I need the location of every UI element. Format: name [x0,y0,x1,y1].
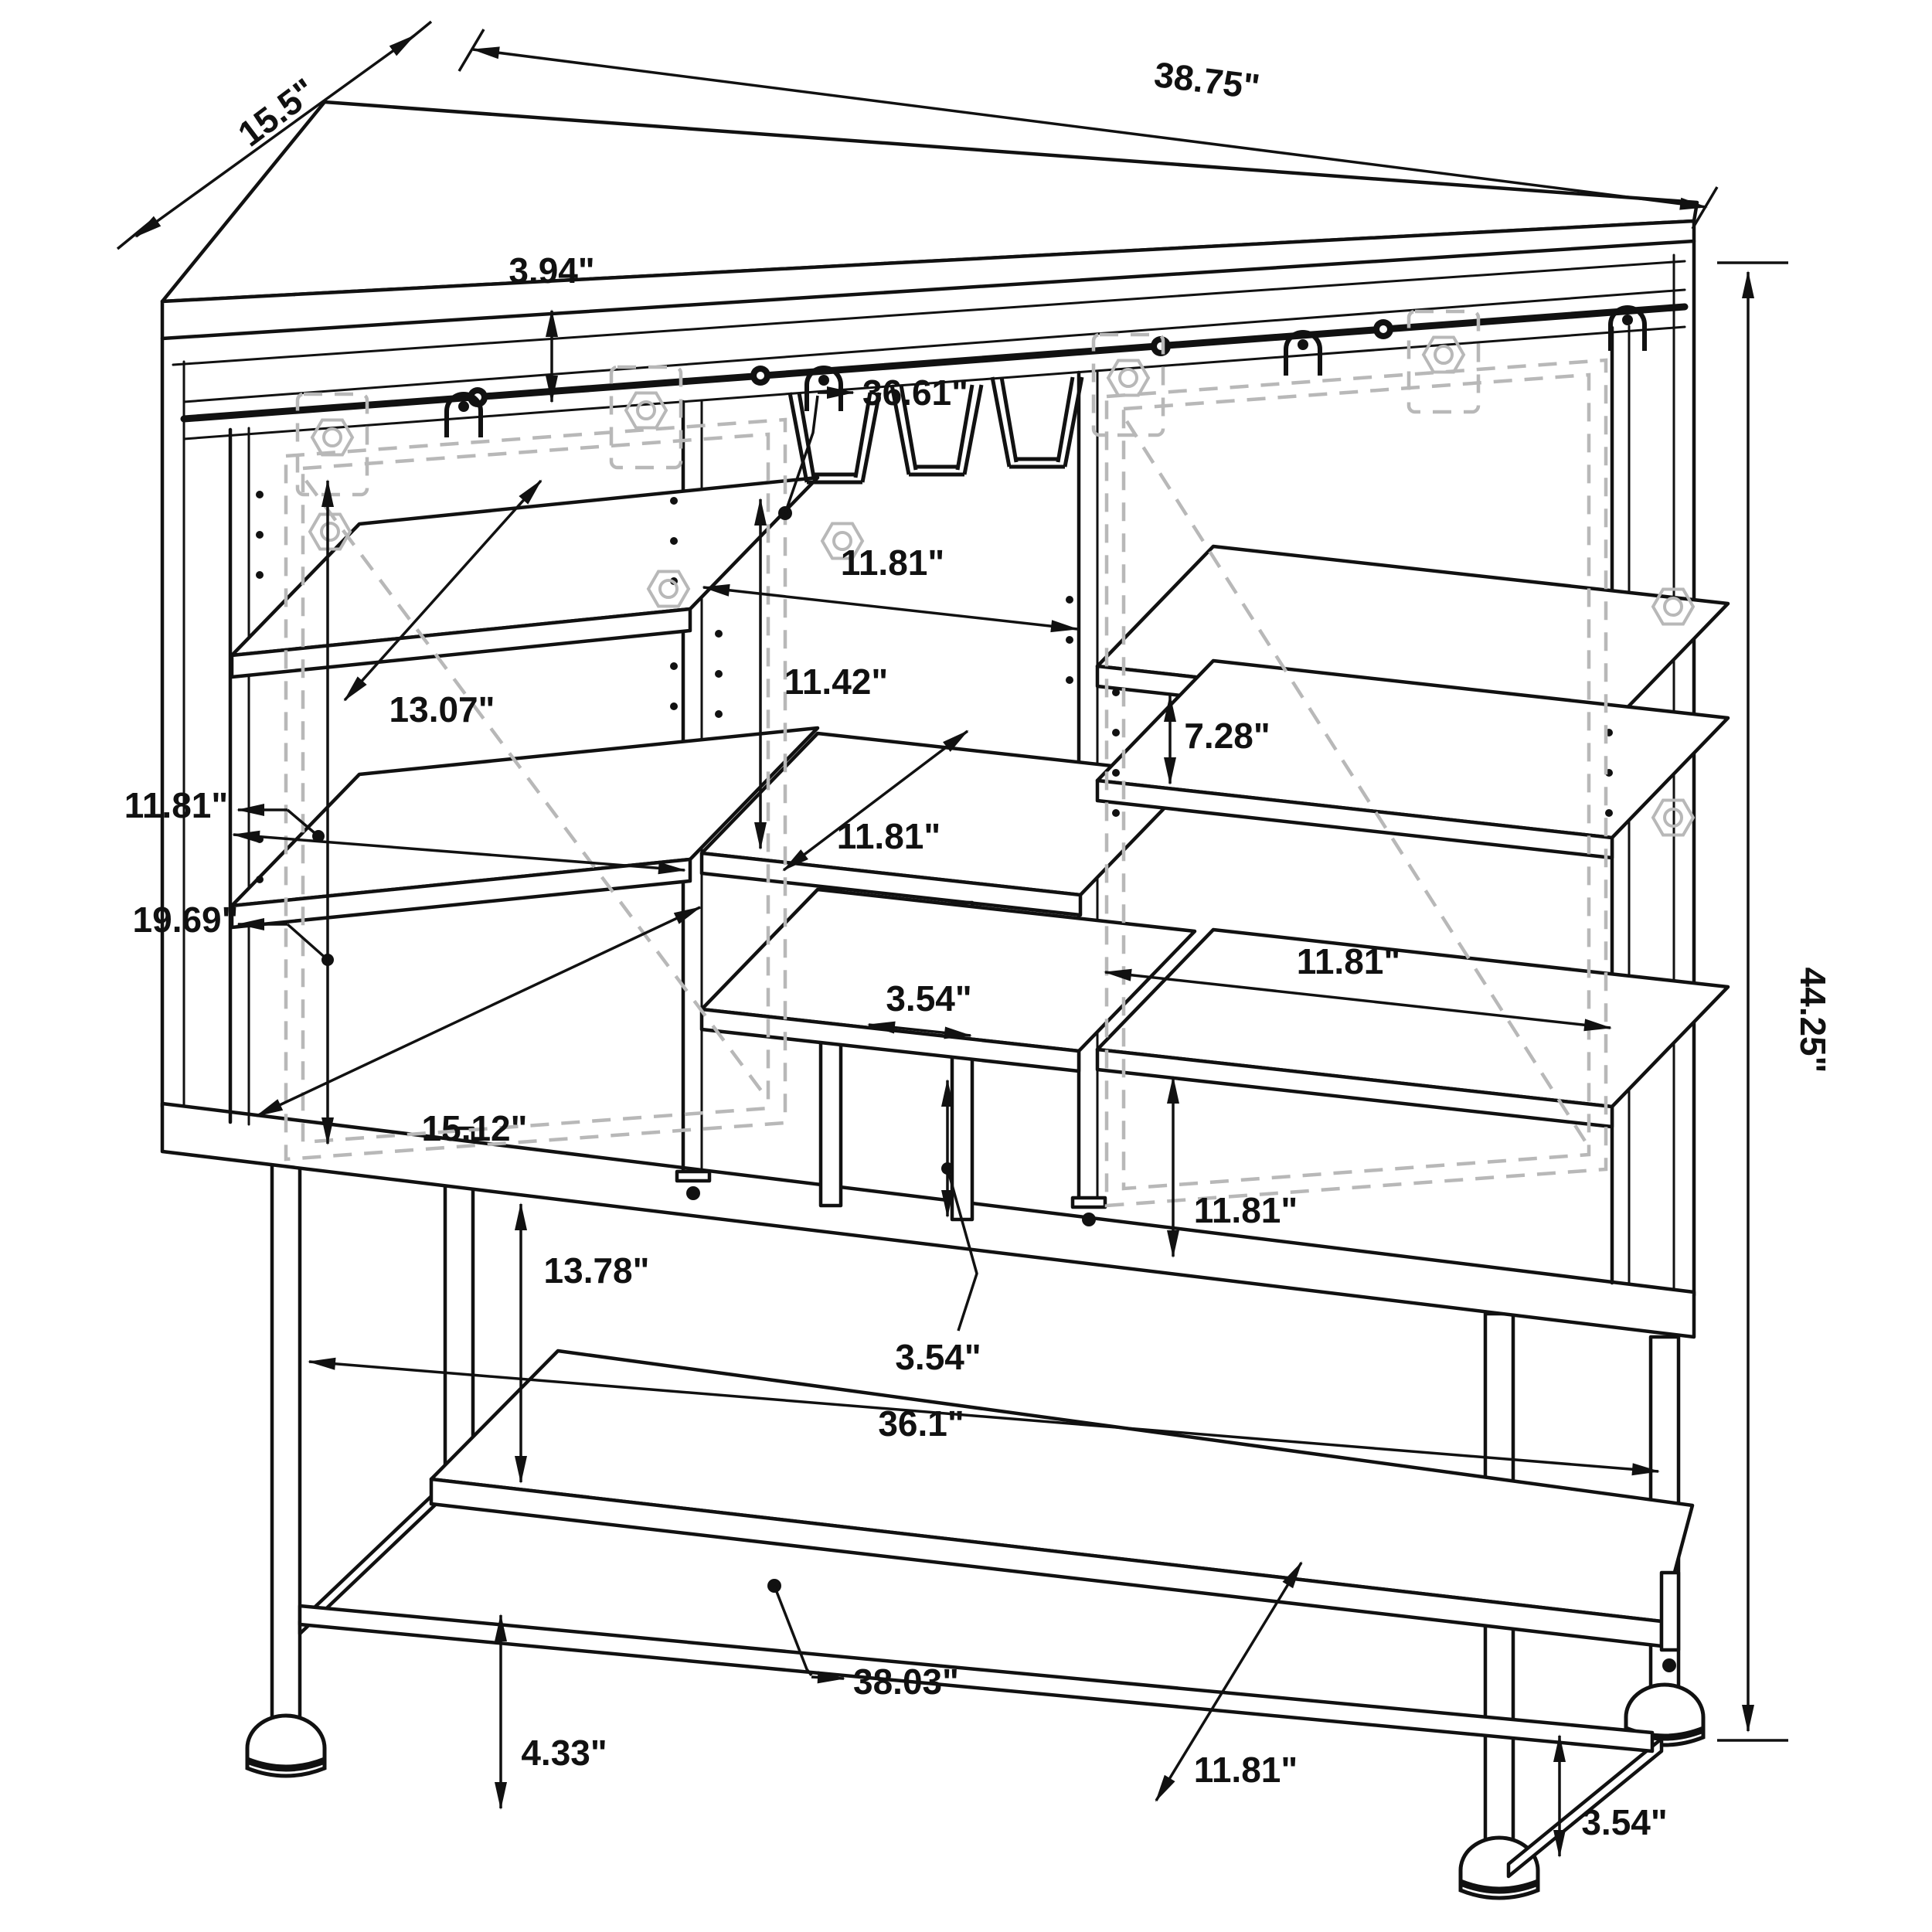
dim-tick [396,20,433,51]
dim-tick [116,219,153,250]
dim-overall-height: 44.25" [1793,968,1833,1073]
track-top-line [182,288,1686,403]
leg-foot [1461,1838,1538,1898]
ghost-nut [1107,359,1150,397]
dim-tick [1691,186,1719,230]
dim-line-top-depth [134,34,416,238]
door-track [180,288,1689,440]
right-partition-foot [1070,1196,1107,1209]
ghost-nut [624,391,668,430]
dim-left-shelf-depth: 13.07" [389,689,495,730]
dim-line-left-width [232,830,686,875]
dim-line-base-inner-width [308,1357,1660,1476]
track-bottom-line [182,325,1686,440]
leader-line [946,1168,978,1332]
dim-wine-divider-height: 3.54" [895,1337,981,1377]
dim-top-rail-height: 3.94" [509,250,594,291]
dim-bottom-shelf-height: 4.33" [521,1733,607,1773]
dim-line-right-width [1104,968,1612,1032]
dim-right-width: 11.81" [1297,941,1400,981]
dim-middle-height: 11.42" [784,662,888,702]
leader-line [784,395,819,514]
dimensions: 15.5" 38.75" 44.25" 3.94" 36.61" 11.81" … [116,20,1833,1858]
leader-line [773,1585,813,1677]
dim-line-bottom-shelf-depth [1155,1561,1303,1802]
leader-line [286,923,329,961]
leg-foot [247,1716,325,1776]
dim-left-height: 19.69" [133,900,239,940]
dim-door-track-length: 36.61" [862,372,968,413]
dim-middle-width: 11.81" [841,543,944,583]
right-door-outline [1104,358,1608,1208]
dim-middle-shelf-depth: 11.81" [837,816,940,856]
right-door-inner [1121,372,1591,1191]
bracket-bolt [1662,1658,1676,1672]
dim-bottom-shelf-length: 38.03" [853,1662,959,1702]
roller-plate [1091,332,1165,437]
track-bolt [750,366,770,386]
left-partition-foot [675,1169,712,1183]
front-left-leg [247,1151,325,1776]
right-shelf-2-band [1095,778,1614,860]
dim-base-inner-width: 36.1" [878,1403,964,1444]
dim-left-width: 11.81" [124,785,228,825]
dim-right-shelf-spacing: 7.28" [1184,716,1270,756]
dim-left-diagonal: 15.12" [422,1108,528,1148]
front-stretcher-rail [298,1604,1655,1753]
dim-tick [457,29,485,72]
right-partition-bolt [1082,1213,1096,1226]
track-bolt [1373,319,1393,339]
ghost-nut [311,418,354,457]
dim-bottom-shelf-depth: 11.81" [1194,1750,1298,1790]
leader-arrow [811,1671,845,1684]
dim-line-top-width [471,46,1708,210]
track-rail [180,303,1689,423]
right-shelf-3-band [1095,1047,1614,1129]
carcass-bottom-band [160,1101,1696,1339]
dim-base-clearance: 13.78" [544,1250,650,1291]
dim-wine-cubby-width: 3.54" [886,978,971,1019]
dim-base-rail-height: 3.54" [1581,1802,1667,1842]
stemware-rack [992,377,1082,467]
dim-line-wine-cubby-width [867,1021,972,1039]
ghost-nut [1422,335,1465,374]
left-partition-bolt [686,1186,700,1200]
track-bolt [1151,336,1171,356]
dim-top-width: 38.75" [1152,54,1262,107]
dim-line-middle-shelf-depth [782,730,969,872]
bottom-shelf-end-bracket [1659,1570,1681,1652]
roller-plate [1406,309,1481,414]
dim-line-left-diagonal [255,906,702,1117]
dim-line-left-shelf-depth [343,479,543,702]
roller-plate [609,365,683,470]
top-rail-line [172,260,1686,366]
dim-right-lower-height: 11.81" [1194,1190,1298,1230]
